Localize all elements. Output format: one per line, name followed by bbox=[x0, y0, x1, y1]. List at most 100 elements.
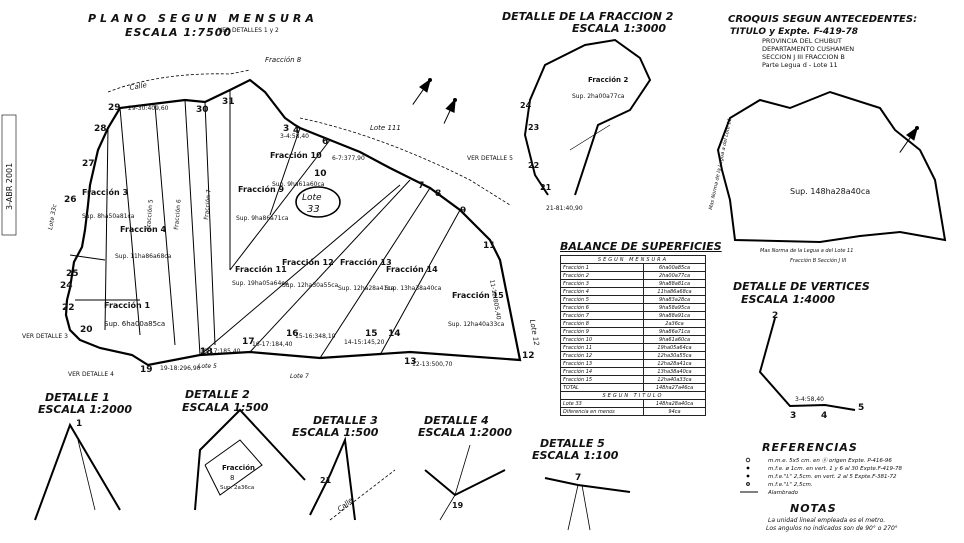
balance-head-titulo: SEGUN TITULO bbox=[560, 391, 706, 400]
lote-7-label: Lote 7 bbox=[290, 373, 309, 380]
distance: 16-17:184,40 bbox=[252, 341, 293, 348]
fraccion-label: Fracción 13 bbox=[340, 257, 392, 267]
fraccion-sup: Sup. 6ha00a85ca bbox=[104, 320, 165, 328]
balance-row-value: 9ha88a91ca bbox=[643, 311, 706, 320]
fraccion-sup: Sup. 19ha05a64ca bbox=[232, 280, 289, 287]
croquis-foot-1: Mas Norma de la Legua a del Lote 11 bbox=[760, 248, 853, 254]
detalle-4: DETALLE 4 ESCALA 1:2000 19 bbox=[418, 414, 512, 521]
distance: 12-13:500,70 bbox=[412, 361, 453, 368]
detalle-4-scale: ESCALA 1:2000 bbox=[418, 426, 512, 439]
balance-row-value: 9ha83a28ca bbox=[643, 295, 706, 304]
detalle-2-title: DETALLE 2 bbox=[185, 388, 250, 401]
balance-row-value: 2ha00a77ca bbox=[643, 271, 706, 280]
fraccion-2-label: Fracción 2 bbox=[588, 76, 628, 84]
fraccion-sup: Sup. 9ha86a71ca bbox=[236, 215, 289, 222]
fraccion-8-outline bbox=[204, 439, 263, 496]
vertex: 7 bbox=[575, 473, 581, 483]
balance-row-label: Fracción 6 bbox=[559, 303, 645, 312]
lote-33-number: 33 bbox=[307, 204, 320, 215]
detalle-3-scale: ESCALA 1:500 bbox=[292, 426, 379, 439]
fraccion-sup: Sup. 12ha30a55ca bbox=[282, 282, 339, 289]
vertex: 23 bbox=[528, 123, 539, 132]
distance: 3-4:58,40 bbox=[795, 396, 824, 403]
croquis-antecedentes: CROQUIS SEGUN ANTECEDENTES: TITULO y Exp… bbox=[708, 14, 947, 264]
vertex: 19 bbox=[452, 501, 464, 510]
detalle-5-title: DETALLE 5 bbox=[540, 437, 605, 450]
nota-line: Los angulos no indicados son de 90° o 27… bbox=[766, 525, 898, 532]
referencias-title: REFERENCIAS bbox=[762, 441, 858, 454]
detalle-5: DETALLE 5 ESCALA 1:100 7 bbox=[532, 437, 631, 531]
balance-row-value: 9ha88a81ca bbox=[643, 279, 706, 288]
distance: 18-17:185,40 bbox=[200, 348, 241, 355]
balance-total-label: TOTAL bbox=[559, 383, 645, 392]
lote-33-label: Lote bbox=[302, 193, 322, 203]
detalle-4-outline bbox=[424, 469, 506, 497]
detalle-1: DETALLE 1 ESCALA 1:2000 1 bbox=[34, 391, 132, 521]
vertex: 19 bbox=[140, 365, 153, 375]
referencia-item: Alambrado bbox=[767, 490, 799, 496]
balance-de-superficies: BALANCE DE SUPERFICIES SEGUN MENSURA Fra… bbox=[559, 240, 722, 416]
fraccion-2-sup: Sup. 2ha00a77ca bbox=[572, 93, 625, 100]
fraccion-labels: Fracción 1 Sup. 6ha00a85ca Fracción 3 Su… bbox=[82, 150, 505, 328]
fraccion-label: Fracción 3 bbox=[82, 187, 128, 197]
notas-title: NOTAS bbox=[790, 502, 837, 515]
distance: 6-7:377,90 bbox=[332, 155, 365, 162]
croquis-foot-2: Fracción B Sección J III bbox=[790, 257, 847, 264]
fraccion-label: Fracción 7 bbox=[203, 189, 213, 220]
fraccion-8-label: Fracción 8 bbox=[265, 56, 302, 64]
ver-detalle-4: VER DETALLE 4 bbox=[68, 371, 114, 378]
fraccion-label: Fracción 12 bbox=[282, 257, 334, 267]
balance-row-label: Fracción 15 bbox=[559, 375, 645, 384]
vertex: 30 bbox=[196, 105, 209, 115]
croquis-line-5: Parte Legua d - Lote 11 bbox=[762, 61, 838, 69]
vertex: 20 bbox=[80, 325, 93, 335]
main-plan: PLANO SEGUN MENSURA ESCALA 1:7500 Lote bbox=[22, 12, 541, 380]
croquis-sup: Sup. 148ha28a40ca bbox=[790, 187, 870, 196]
vertex: 22 bbox=[62, 303, 75, 313]
fraccion-2-outline bbox=[523, 38, 652, 196]
vertex: 5 bbox=[858, 403, 864, 413]
detalle-1-title: DETALLE 1 bbox=[45, 391, 110, 404]
distance: 29-30:409,60 bbox=[128, 105, 169, 112]
croquis-line-3: DEPARTAMENTO CUSHAMEN bbox=[762, 45, 854, 53]
detalle-4-line bbox=[439, 494, 456, 521]
detalle-fraccion-2: DETALLE DE LA FRACCION 2 ESCALA 1:3000 F… bbox=[502, 10, 674, 212]
detalle-fraccion-2-title: DETALLE DE LA FRACCION 2 bbox=[502, 10, 674, 23]
detalle-4-line bbox=[454, 444, 471, 496]
referencia-item: m.f.e."L" 2,5cm. en vert. 2 al 5 Expte.F… bbox=[768, 474, 897, 480]
vertex: 14 bbox=[388, 329, 401, 339]
fraccion-sup: Sup. 9ha61a60ca bbox=[272, 181, 325, 188]
detalle-1-outline bbox=[34, 422, 121, 521]
referencia-item: m.m.e. 5x5 cm. en ⓟ origen Expte. P-416-… bbox=[768, 457, 892, 464]
stamp-frame bbox=[1, 114, 17, 236]
vertex: 13 bbox=[404, 357, 417, 367]
fraccion-2-inner-line bbox=[569, 124, 611, 151]
balance-row-label: Fracción 10 bbox=[559, 335, 645, 344]
detalle-3-title: DETALLE 3 bbox=[313, 414, 378, 427]
vertex: 2 bbox=[772, 311, 778, 321]
balance-row-value: 19ha05a64ca bbox=[643, 343, 706, 352]
fraccion-label: Fracción 4 bbox=[120, 224, 167, 234]
detalle-4-title: DETALLE 4 bbox=[424, 414, 489, 427]
north-arrow-icon bbox=[443, 98, 457, 124]
main-plan-title: PLANO SEGUN MENSURA bbox=[88, 12, 318, 25]
referencia-item: m.f.e."L" 2,5cm. bbox=[768, 482, 813, 488]
distance: 19-18:296,90 bbox=[160, 365, 201, 372]
balance-title: BALANCE DE SUPERFICIES bbox=[560, 240, 722, 253]
vertex: 3 bbox=[790, 411, 796, 421]
lote-33-boundary bbox=[64, 78, 522, 367]
detalle-5-outline bbox=[544, 477, 631, 493]
lote-33c-label: Lote 33c bbox=[47, 203, 59, 230]
mojon-icon bbox=[746, 482, 750, 486]
fraccion-sup: Sup. 8ha50a81ca bbox=[82, 213, 135, 220]
vertex: 4 bbox=[821, 411, 827, 421]
vertex: 24 bbox=[60, 281, 73, 291]
balance-row-label: Fracción 1 bbox=[559, 263, 645, 272]
